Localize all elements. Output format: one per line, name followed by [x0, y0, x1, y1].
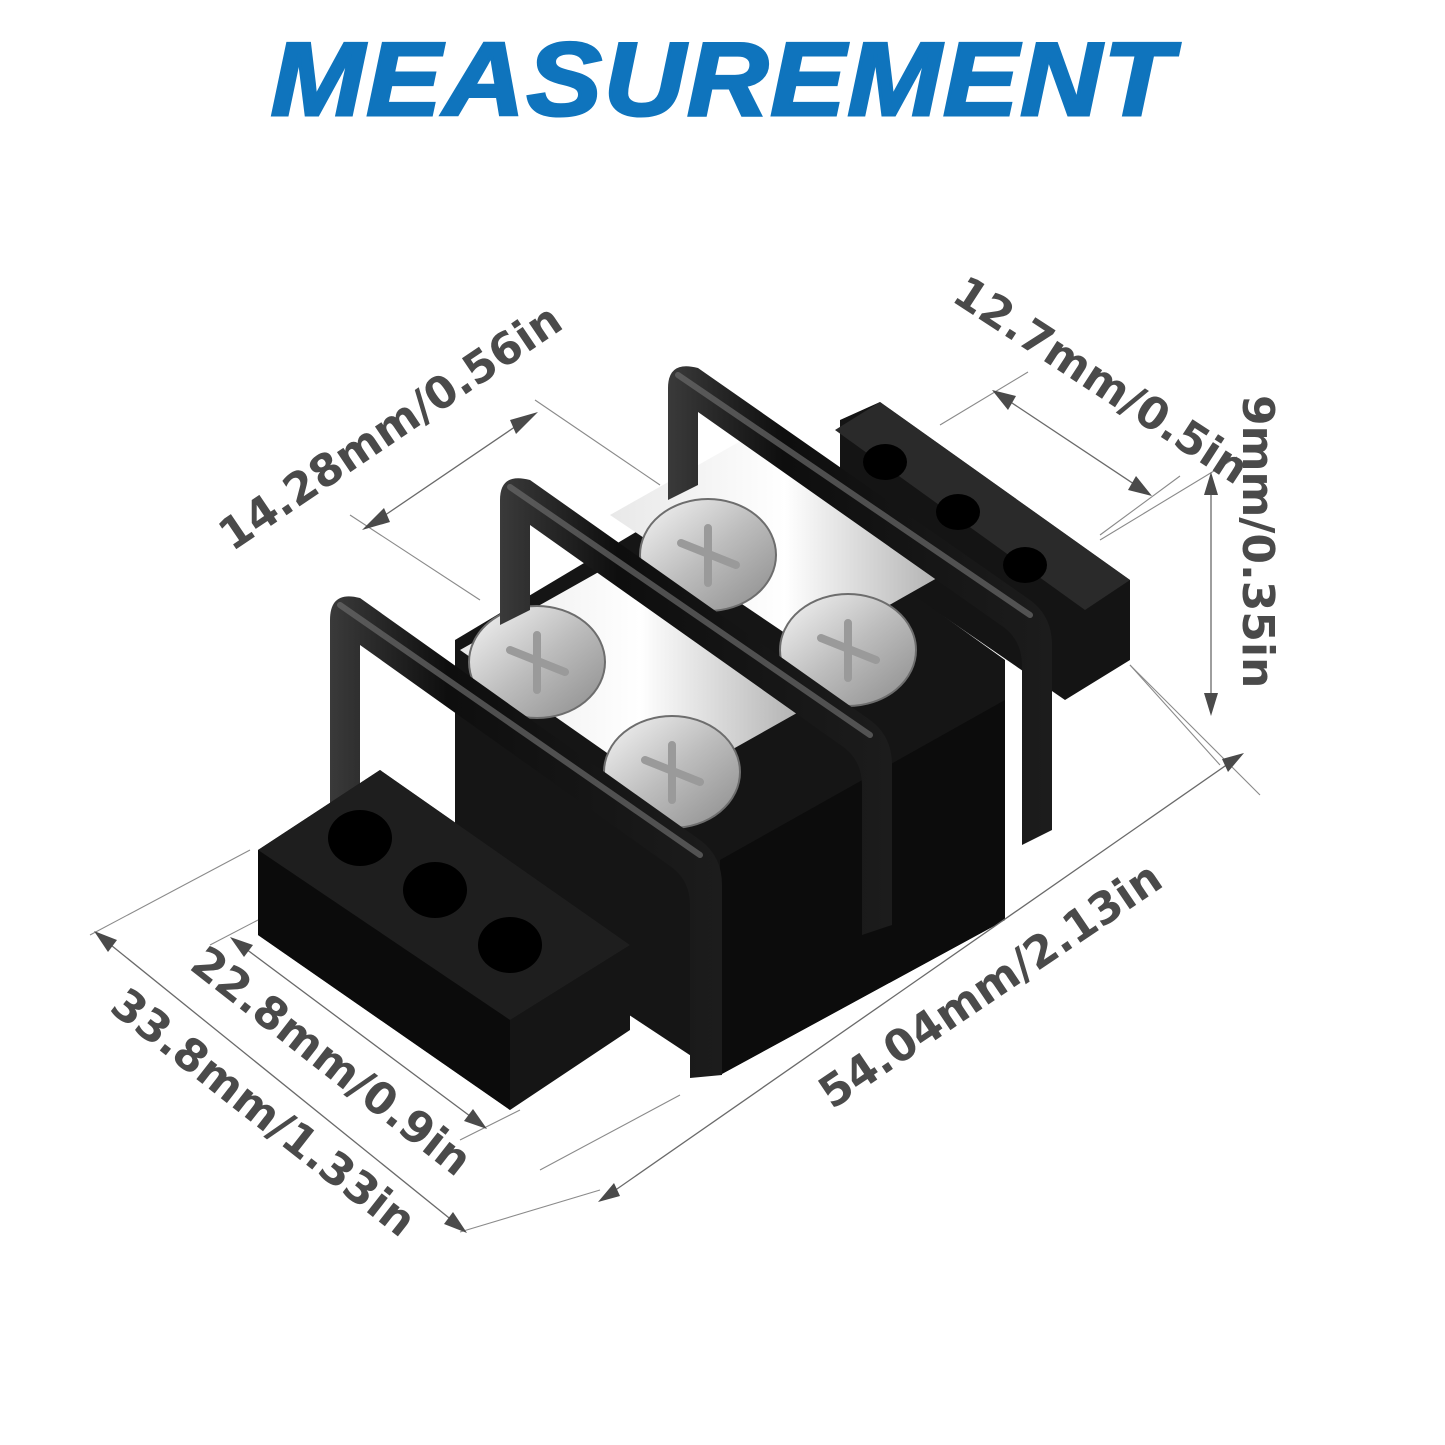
arrow-icon [1204, 472, 1218, 495]
arrow-icon [1222, 753, 1244, 772]
arrow-icon [1204, 693, 1218, 716]
barrier-back [668, 366, 1052, 845]
barrier-middle [500, 478, 892, 935]
mounting-hole-icon [863, 444, 907, 480]
arrow-icon [362, 508, 390, 530]
arrow-icon [444, 1212, 467, 1233]
mounting-hole-icon [478, 917, 542, 973]
page-title: MEASUREMENT [269, 22, 1175, 138]
arrow-icon [464, 1109, 487, 1129]
dimension-pitch [349, 399, 661, 601]
dimension-height [1099, 456, 1261, 796]
dimension-total-width [89, 849, 601, 1233]
arrow-icon [1128, 476, 1152, 496]
arrow-icon [230, 937, 253, 957]
screw-icon [468, 605, 606, 719]
arrow-icon [510, 412, 538, 434]
dimension-barrier-gap [939, 371, 1181, 536]
arrow-icon [992, 390, 1016, 410]
arrow-icon [598, 1183, 620, 1202]
mounting-hole-icon [328, 810, 392, 866]
dimension-inner-width [209, 919, 521, 1141]
mounting-hole-icon [936, 494, 980, 530]
label-barrier-gap: 12.7mm/0.5in [944, 266, 1258, 494]
arrow-icon [94, 931, 117, 952]
barrier-front [330, 596, 722, 1078]
terminal-block [258, 366, 1130, 1110]
dimension-length [539, 664, 1244, 1202]
label-height: 9mm/0.35in [1232, 395, 1283, 688]
mounting-hole-icon [1003, 547, 1047, 583]
mounting-hole-icon [403, 862, 467, 918]
